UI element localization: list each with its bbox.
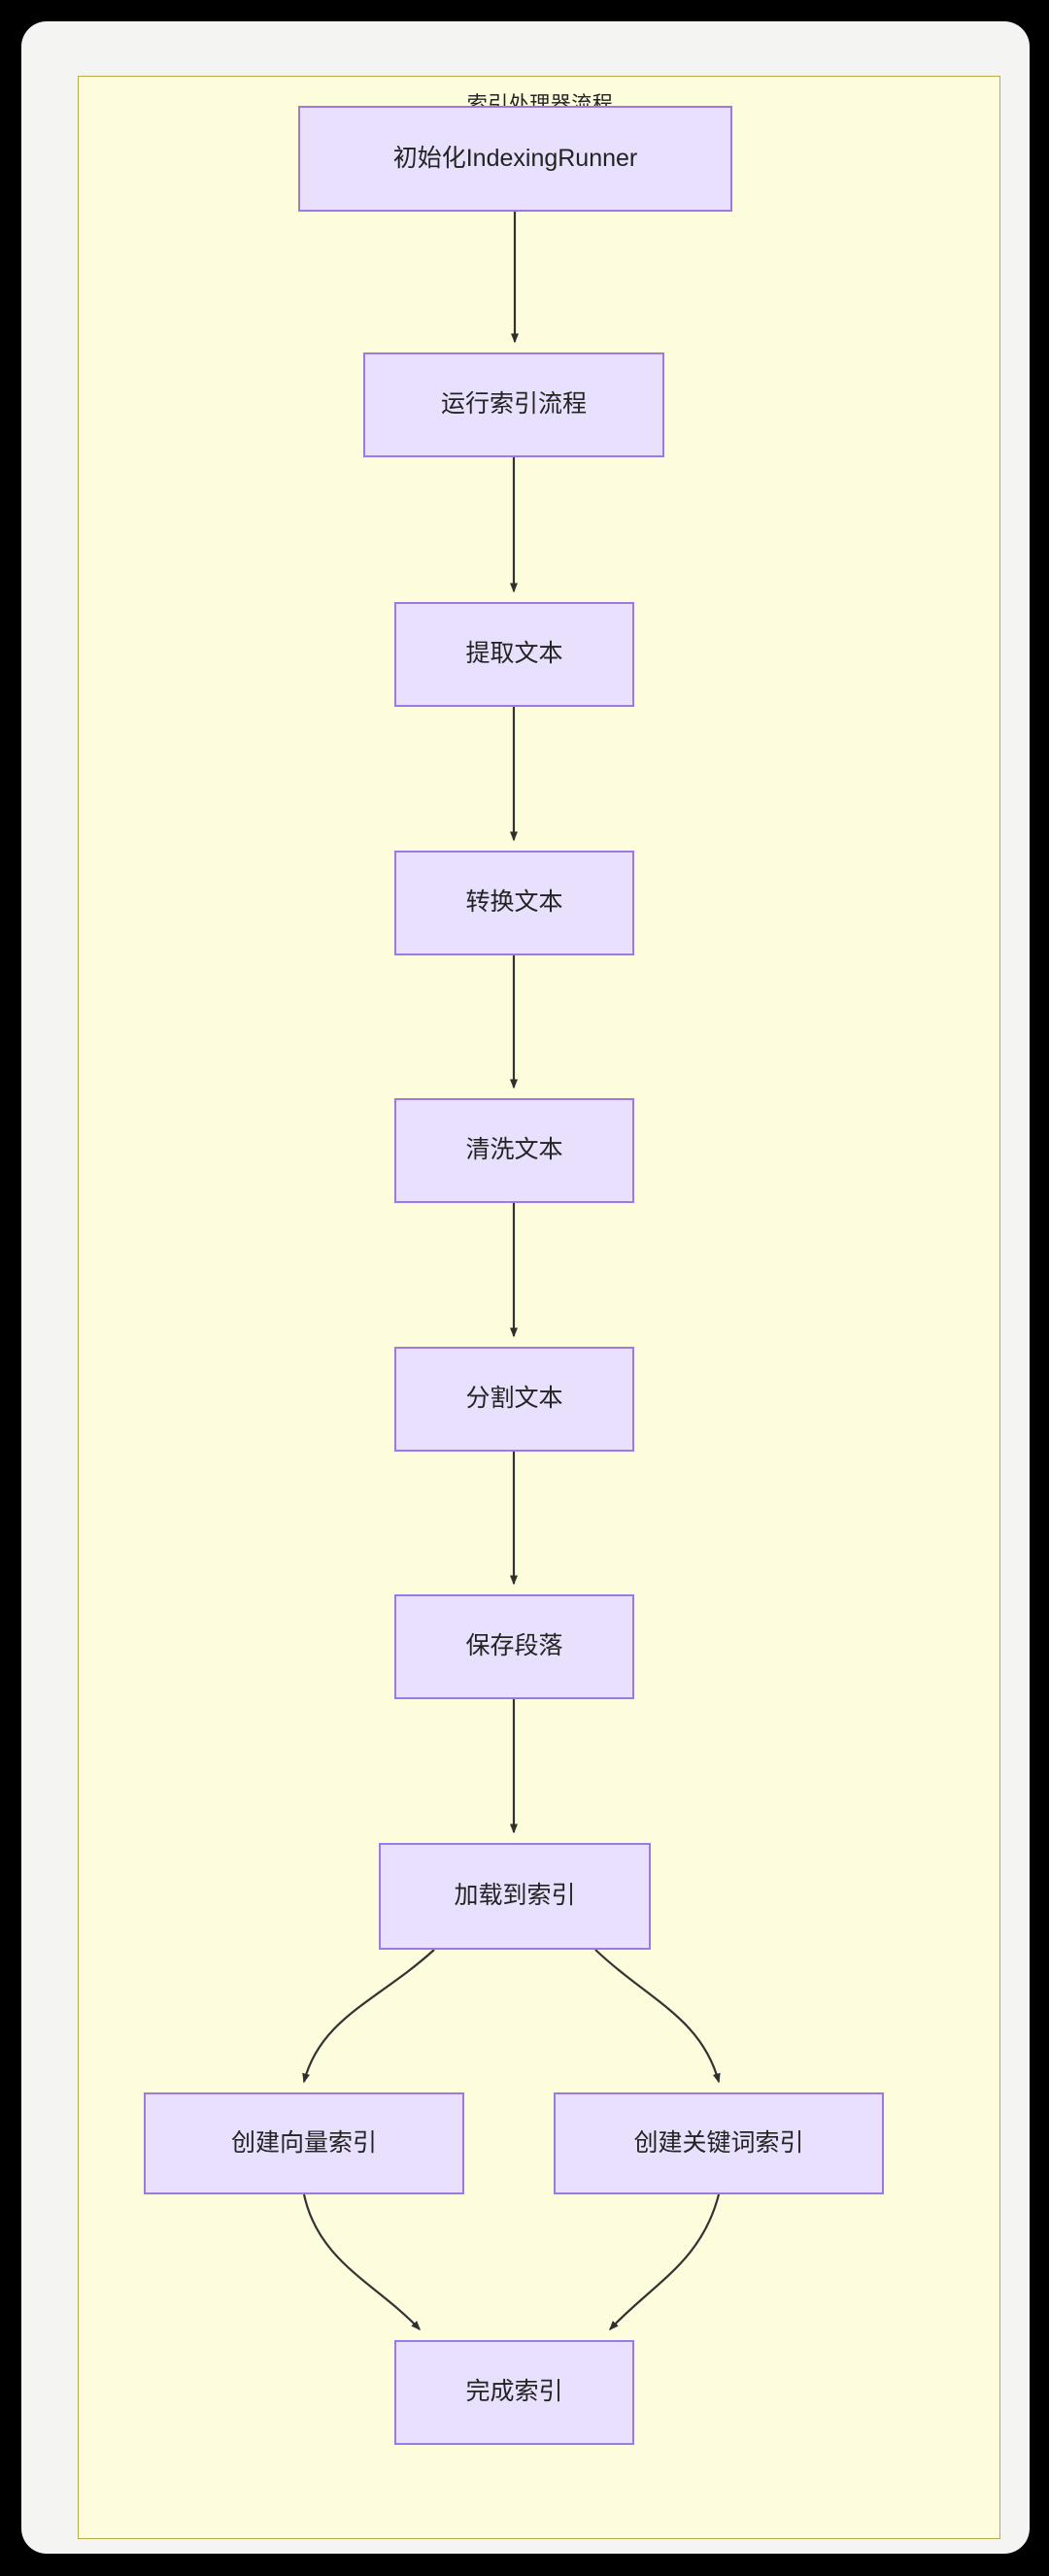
flow-node-finish[interactable]: 完成索引 xyxy=(394,2340,634,2445)
flow-node-transform-label: 转换文本 xyxy=(465,888,563,917)
flow-node-vector-index-label: 创建向量索引 xyxy=(230,2128,377,2157)
flow-node-clean-label: 清洗文本 xyxy=(465,1136,563,1164)
flow-node-keyword-index[interactable]: 创建关键词索引 xyxy=(554,2092,884,2194)
flow-node-load[interactable]: 加载到索引 xyxy=(379,1843,651,1950)
flow-node-run[interactable]: 运行索引流程 xyxy=(363,352,664,457)
flow-node-split[interactable]: 分割文本 xyxy=(394,1347,634,1452)
flow-node-finish-label: 完成索引 xyxy=(465,2378,563,2406)
flow-node-keyword-index-label: 创建关键词索引 xyxy=(633,2128,804,2157)
flow-node-extract-label: 提取文本 xyxy=(465,640,563,668)
flow-node-vector-index[interactable]: 创建向量索引 xyxy=(144,2092,464,2194)
flow-node-load-label: 加载到索引 xyxy=(454,1882,576,1910)
flow-node-init-label: 初始化IndexingRunner xyxy=(392,144,638,172)
flow-node-extract[interactable]: 提取文本 xyxy=(394,602,634,707)
flow-node-save[interactable]: 保存段落 xyxy=(394,1594,634,1699)
flow-node-save-label: 保存段落 xyxy=(465,1632,563,1660)
flow-node-split-label: 分割文本 xyxy=(465,1385,563,1413)
flow-node-transform[interactable]: 转换文本 xyxy=(394,851,634,955)
flow-node-clean[interactable]: 清洗文本 xyxy=(394,1098,634,1203)
flow-node-run-label: 运行索引流程 xyxy=(440,390,587,418)
flow-node-init[interactable]: 初始化IndexingRunner xyxy=(298,106,732,212)
